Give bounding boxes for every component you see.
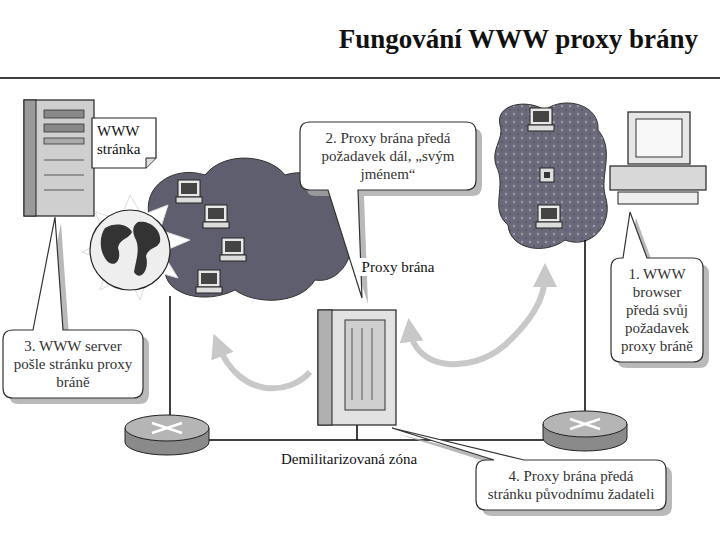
bubble-outline [611,212,703,362]
bubble-outline [300,122,476,298]
www-server [24,100,94,216]
node-text: 4. Proxy brána předá stránku původnímu ž… [485,467,657,503]
callout-bubble: 1. WWW browser předá svůj požadavek prox… [611,258,703,362]
node-text: 3. WWW server pošle stránku proxy bráně [12,337,134,391]
node-text: WWW stránka [97,122,151,158]
node-text: 1. WWW browser předá svůj požadavek prox… [620,265,694,355]
callout-bubble: 3. WWW server pošle stránku proxy bráně [3,330,143,398]
page-outline [92,118,156,168]
callout-bubble: 4. Proxy brána předá stránku původnímu ž… [476,460,666,510]
internet-computers [176,180,246,293]
client-pc [610,112,706,204]
router-right [543,411,627,451]
callout-bubble: 2. Proxy brána předá požadavek dál, „svý… [300,122,476,190]
lan-cloud [495,103,607,248]
page-fold [146,158,156,168]
flow-arrows [218,275,545,388]
bubble-outline [392,428,666,510]
globe [90,210,170,290]
page-label-box: WWW stránka [92,118,156,168]
proxy-server [318,310,396,425]
node-text: 2. Proxy brána předá požadavek dál, „svý… [309,129,467,183]
diagram-label: Proxy brána [358,258,438,276]
router-left [125,415,209,455]
network-wires [165,240,585,440]
diagram-title: Fungování WWW proxy brány [339,24,698,55]
title-rule [0,77,720,79]
diagram-label: Demilitarizovaná zóna [262,450,436,468]
bubble-outline [3,217,143,398]
node-outline [476,460,666,510]
